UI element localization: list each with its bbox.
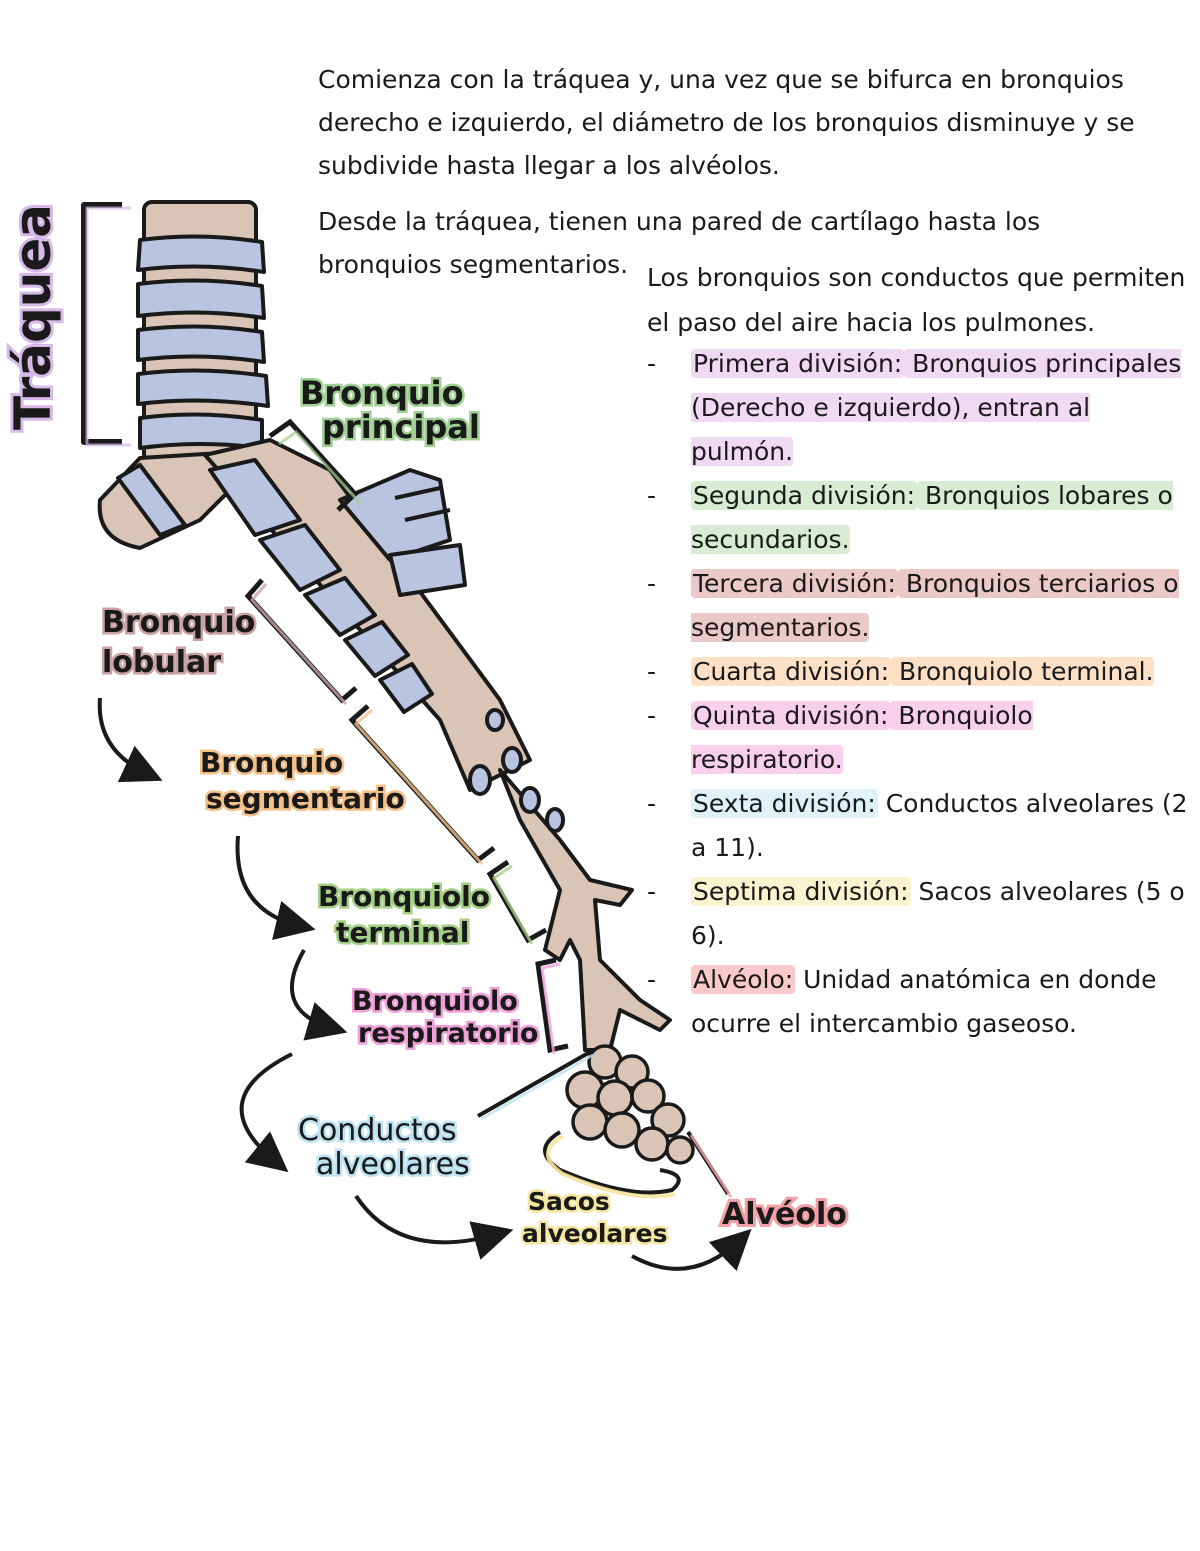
conductos-pointer: [477, 1050, 591, 1118]
alveolo-label: Alvéolo: [722, 1197, 847, 1232]
division-item: Alvéolo: Unidad anatómica en donde ocurr…: [647, 958, 1192, 1046]
label-traquea: Tráquea: [1, 201, 65, 433]
conductos-alveolares-label-1: Conductos: [298, 1113, 457, 1148]
bronquiolo-terminal-label-1: Bronquiolo: [318, 880, 490, 913]
division-item: Quinta división: Bronquiolo respiratorio…: [647, 694, 1192, 782]
division-item: Sexta división: Conductos alveolares (2 …: [647, 782, 1192, 870]
arrow-segmentario-to-terminal: [235, 835, 316, 940]
divisions-list: Primera división: Bronquios principales …: [647, 342, 1192, 1046]
sacos-alveolares-label-2: alveolares: [522, 1219, 667, 1248]
arrow-sacos-to-alveolo: [631, 1228, 752, 1272]
trachea-tube: [136, 200, 270, 464]
division-desc: Unidad anatómica en donde ocurre el inte…: [691, 965, 1157, 1038]
alveolar-sacs-cluster: [565, 1044, 695, 1165]
sacos-alveolares-label-1: Sacos: [528, 1187, 610, 1216]
division-item: Segunda división: Bronquios lobares o se…: [647, 474, 1192, 562]
bronchus-main: [97, 438, 532, 792]
division-item: Tercera división: Bronquios terciarios o…: [647, 562, 1192, 650]
division-term: Primera división:: [691, 349, 905, 378]
arrow-conductos-to-sacos: [354, 1194, 514, 1260]
division-term: Quinta división:: [691, 701, 891, 730]
flow-arrows: [97, 697, 752, 1272]
bronquio-segmentario-label-1: Bronquio: [200, 746, 343, 779]
division-term: Segunda división:: [691, 481, 918, 510]
sacos-outline: [543, 1130, 681, 1195]
bronquio-principal-label-2: principal: [322, 408, 480, 446]
lobar-branches: [338, 468, 467, 597]
intro-paragraph-2: Desde la tráquea, tienen una pared de ca…: [318, 207, 1041, 279]
division-term: Cuarta división:: [691, 657, 892, 686]
bronquio-lobular-label-2: lobular: [102, 645, 221, 680]
division-term: Sexta división:: [691, 789, 878, 818]
division-desc: Bronquiolo terminal.: [891, 657, 1154, 686]
division-desc: Conductos alveolares (2 a 11).: [691, 789, 1188, 862]
division-term: Tercera división:: [691, 569, 898, 598]
bronquiolo-terminal-label-2: terminal: [336, 916, 469, 949]
bronchi-definition: Los bronquios son conductos que permiten…: [647, 263, 1186, 337]
division-item: Primera división: Bronquios principales …: [647, 342, 1192, 474]
principal-bracket: [268, 418, 359, 512]
conductos-alveolares-label-2: alveolares: [316, 1147, 470, 1182]
traquea-label: Tráquea: [4, 204, 62, 430]
respiratorio-bracket: [535, 957, 569, 1054]
arrow-terminal-to-respiratorio: [289, 949, 348, 1041]
bronquiolo-respiratorio-label-1: Bronquiolo: [352, 986, 518, 1017]
division-term: Alvéolo:: [691, 965, 796, 994]
bronquio-segmentario-label-2: segmentario: [206, 782, 405, 815]
bronchiole-tree: [468, 708, 672, 1052]
intro-paragraph-1: Comienza con la tráquea y, una vez que s…: [318, 65, 1135, 180]
arrow-respiratorio-to-conductos: [239, 1052, 293, 1173]
bronquio-principal-label-1: Bronquio: [300, 374, 464, 412]
bronquiolo-respiratorio-label-2: respiratorio: [358, 1018, 538, 1049]
division-desc: Sacos alveolares (5 o 6).: [691, 877, 1185, 950]
arrow-lobular-to-segmentario: [97, 697, 163, 783]
division-item: Cuarta división: Bronquiolo terminal.: [647, 650, 1192, 694]
bronquio-lobular-label-1: Bronquio: [102, 605, 255, 640]
traquea-bracket: [81, 202, 122, 445]
division-item: Septima división: Sacos alveolares (5 o …: [647, 870, 1192, 958]
division-term: Septima división:: [691, 877, 911, 906]
